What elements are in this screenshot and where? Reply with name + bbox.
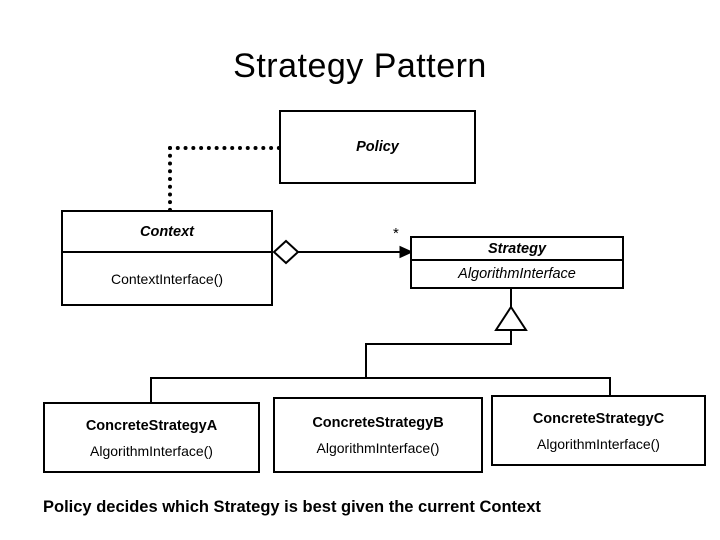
generalization-jog-horizontal (365, 343, 512, 345)
generalization-leg-c (609, 377, 611, 396)
class-operation-strategy: AlgorithmInterface (458, 266, 576, 282)
generalization-leg-a (150, 377, 152, 403)
dependency-line-horizontal (168, 146, 281, 150)
aggregation-line (296, 251, 412, 253)
generalization-triangle-icon (494, 305, 528, 331)
aggregation-diamond-icon (272, 239, 300, 265)
class-operation-concrete-strategy-c: AlgorithmInterface() (537, 435, 660, 452)
class-box-policy[interactable]: Policy (279, 110, 476, 184)
generalization-trunk (510, 288, 512, 310)
class-box-concrete-strategy-b[interactable]: ConcreteStrategyB AlgorithmInterface() (273, 397, 483, 473)
class-name-concrete-strategy-c: ConcreteStrategyC (532, 410, 665, 427)
dependency-line-vertical (168, 146, 172, 212)
class-operation-context: ContextInterface() (110, 270, 224, 287)
class-name-context: Context (63, 212, 271, 253)
class-operation-concrete-strategy-b: AlgorithmInterface() (316, 440, 440, 456)
generalization-sibling-bar (150, 377, 611, 379)
multiplicity-label-strategy: * (393, 225, 399, 242)
class-name-policy: Policy (356, 139, 399, 155)
class-box-concrete-strategy-c[interactable]: ConcreteStrategyC AlgorithmInterface() (491, 395, 706, 466)
class-name-strategy: Strategy (412, 238, 622, 261)
class-operation-concrete-strategy-a: AlgorithmInterface() (90, 442, 213, 459)
generalization-jog-vertical (365, 343, 367, 378)
class-box-strategy[interactable]: Strategy AlgorithmInterface (410, 236, 624, 289)
diagram-caption: Policy decides which Strategy is best gi… (43, 498, 541, 516)
generalization-stem (510, 330, 512, 344)
page-title: Strategy Pattern (233, 47, 487, 85)
class-name-concrete-strategy-b: ConcreteStrategyB (312, 415, 444, 431)
class-box-context[interactable]: Context ContextInterface() (61, 210, 273, 306)
class-box-concrete-strategy-a[interactable]: ConcreteStrategyA AlgorithmInterface() (43, 402, 260, 473)
class-name-concrete-strategy-a: ConcreteStrategyA (85, 417, 218, 434)
